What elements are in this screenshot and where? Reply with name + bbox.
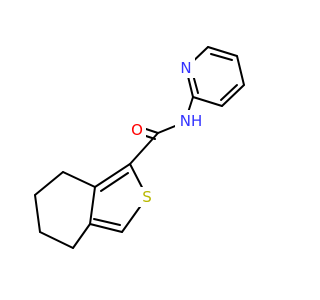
bond-pyridine-c4-c5 bbox=[221, 84, 245, 107]
pyridine-nitrogen-label: N bbox=[180, 59, 191, 77]
thiophene-sulfur-atom: S bbox=[138, 187, 156, 207]
carbonyl-oxygen-atom: O bbox=[128, 120, 146, 140]
bond-carbonyl-c1 bbox=[129, 132, 159, 165]
bond-c7a-c1 bbox=[94, 163, 131, 188]
bond-pyridine-c2-c3-inner bbox=[210, 53, 233, 61]
pyridine-nitrogen-atom: N bbox=[177, 58, 195, 78]
bond-c7a-c7 bbox=[62, 171, 96, 188]
amide-nitrogen-atom: NH bbox=[175, 110, 206, 132]
bond-c5-c4 bbox=[39, 231, 74, 249]
bond-c3-c3a bbox=[89, 223, 123, 233]
bond-c4-c3a bbox=[72, 223, 91, 249]
bond-c7a-c1-inner bbox=[100, 172, 129, 192]
bond-pyridine-c3-c4 bbox=[236, 55, 245, 86]
bond-c7-c6 bbox=[34, 171, 64, 196]
bond-c3-c3a-inner bbox=[93, 218, 121, 226]
bond-c3a-c7a bbox=[89, 186, 96, 225]
thiophene-sulfur-label: S bbox=[142, 188, 152, 206]
bond-pyridine-c2-c3 bbox=[207, 46, 238, 57]
bond-pyridine-c4-c5-inner bbox=[220, 84, 238, 101]
amide-nitrogen-label: NH bbox=[180, 112, 203, 130]
molecule-diagram: N O NH S bbox=[34, 46, 245, 249]
bond-c6-c5 bbox=[34, 194, 41, 233]
bond-pyridine-c5-c6 bbox=[192, 96, 223, 107]
atom-label-layer: N O NH S bbox=[128, 58, 206, 207]
bond-layer bbox=[34, 46, 245, 249]
carbonyl-oxygen-label: O bbox=[131, 121, 143, 139]
